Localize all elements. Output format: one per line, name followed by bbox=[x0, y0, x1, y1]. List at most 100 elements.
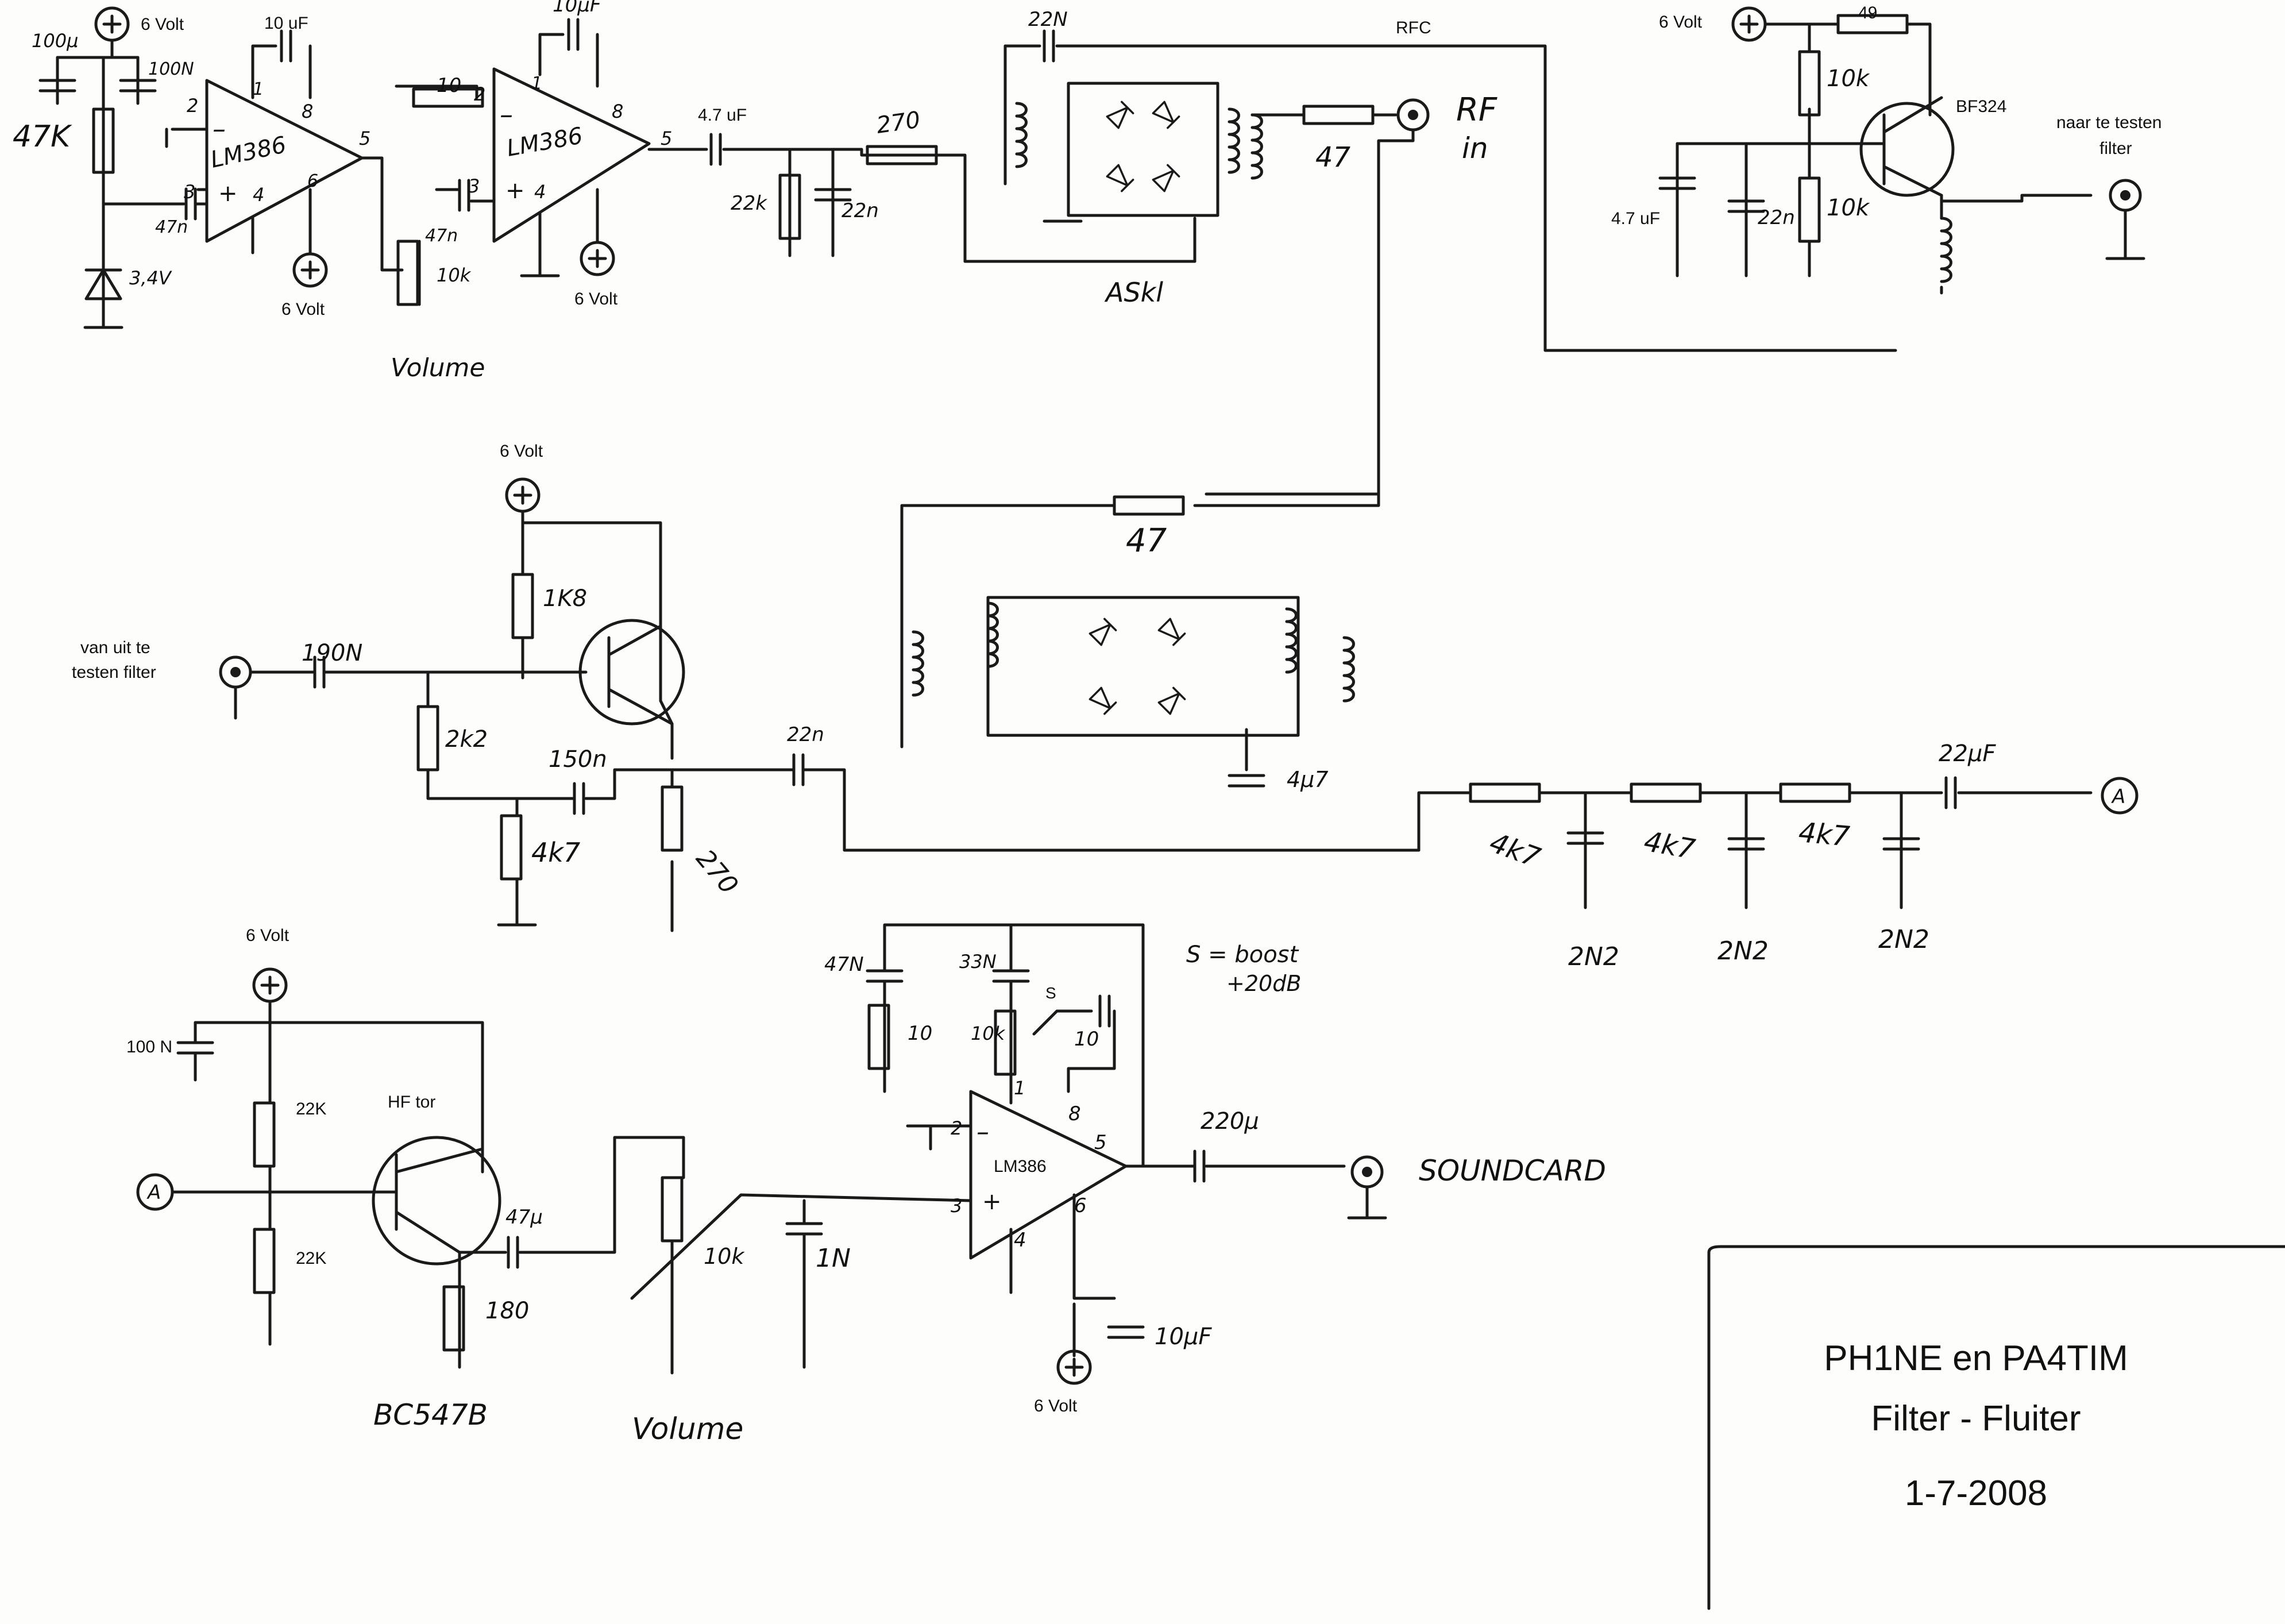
plus-sign: + bbox=[505, 178, 525, 204]
label-47u: 47µ bbox=[505, 1206, 543, 1229]
label-bf324: BF324 bbox=[1956, 97, 2006, 116]
label-22k: 22K bbox=[296, 1249, 326, 1268]
pin-4: 4 bbox=[253, 184, 264, 206]
title-date: 1-7-2008 bbox=[1905, 1473, 2047, 1513]
resistor-1k8 bbox=[513, 574, 532, 638]
resistor-22k bbox=[254, 1103, 274, 1166]
label-10: 10 bbox=[1074, 1028, 1099, 1051]
coil-icon bbox=[1017, 103, 1026, 167]
label-22n: 22n bbox=[842, 199, 879, 222]
coil-icon bbox=[1229, 109, 1239, 172]
printed-labels: 6 Volt 10 uF 6 Volt 6 Volt 4.7 uF RFC 6 … bbox=[72, 3, 2162, 1415]
capacitor-100n bbox=[178, 1043, 213, 1053]
label-2n2: 2N2 bbox=[1717, 936, 1769, 966]
capacitor-33n bbox=[994, 971, 1028, 981]
title-block-frame bbox=[1707, 1245, 2285, 1610]
pin-3: 3 bbox=[468, 175, 480, 197]
lm386-opamp-1 bbox=[205, 79, 364, 243]
bf324-buffer bbox=[1660, 8, 2144, 295]
supply-plus-icon bbox=[254, 969, 286, 1001]
pin-4: 4 bbox=[534, 181, 546, 203]
label-4u7: 4µ7 bbox=[1287, 767, 1329, 792]
supply-plus-icon bbox=[1733, 8, 1765, 40]
diode-icon bbox=[1106, 164, 1134, 192]
label-4u7: 4.7 uF bbox=[1611, 209, 1660, 228]
label-33n: 33N bbox=[959, 951, 997, 973]
pin-5: 5 bbox=[359, 128, 370, 149]
diode-icon bbox=[1152, 101, 1180, 129]
input-jack-icon bbox=[221, 657, 250, 687]
label-10k: 10k bbox=[1827, 195, 1870, 221]
label-naar-filter-2: filter bbox=[2099, 139, 2132, 158]
capacitor-22n bbox=[1044, 31, 1053, 61]
label-180: 180 bbox=[485, 1298, 529, 1324]
title-authors: PH1NE en PA4TIM bbox=[1824, 1338, 2128, 1378]
pin-8: 8 bbox=[302, 101, 313, 122]
label-49: 49 bbox=[1858, 3, 1877, 22]
label-4k7: 4k7 bbox=[1797, 816, 1851, 853]
label-van-uit-2: testen filter bbox=[72, 663, 156, 682]
label-bc547b: BC547B bbox=[373, 1398, 488, 1432]
pin-2: 2 bbox=[474, 83, 485, 105]
label-10k: 10k bbox=[1827, 65, 1870, 92]
pin-5: 5 bbox=[661, 128, 672, 149]
capacitor-4u7 bbox=[1229, 776, 1264, 786]
label-van-uit-1: van uit te bbox=[80, 638, 150, 657]
label-270: 270 bbox=[875, 107, 922, 139]
label-s-boost-1: S = boost bbox=[1186, 942, 1299, 968]
diode-bridge-box bbox=[1067, 82, 1219, 217]
label-6-volt: 6 Volt bbox=[281, 300, 325, 319]
potentiometer-10k bbox=[662, 1178, 682, 1241]
diode-icon bbox=[1152, 164, 1180, 192]
diode-icon bbox=[1106, 101, 1134, 129]
label-22k: 22K bbox=[296, 1100, 326, 1118]
label-4k7: 4k7 bbox=[1485, 827, 1545, 874]
naar-filter-jack-icon bbox=[2110, 180, 2140, 210]
label-6-volt: 6 Volt bbox=[246, 926, 290, 945]
label-1k8: 1K8 bbox=[543, 585, 587, 612]
label-100n: 100N bbox=[148, 59, 194, 79]
pin-3: 3 bbox=[184, 181, 195, 203]
label-47n: 47n bbox=[155, 217, 188, 237]
resistor-47 bbox=[1114, 497, 1183, 514]
supply-plus-icon bbox=[294, 254, 326, 286]
minus-sign: – bbox=[213, 113, 226, 144]
label-s-boost-2: +20dB bbox=[1226, 971, 1301, 996]
label-47: 47 bbox=[1126, 522, 1167, 560]
label-22n: 22n bbox=[787, 723, 824, 746]
transistor-icon bbox=[578, 619, 685, 726]
coil-icon bbox=[1287, 609, 1296, 672]
potentiometer-10k bbox=[398, 241, 418, 304]
label-22n: 22n bbox=[1758, 206, 1795, 229]
pin-6: 6 bbox=[307, 171, 318, 191]
label-10k: 10k bbox=[437, 264, 472, 286]
pin-1: 1 bbox=[253, 79, 264, 99]
capacitor-150n bbox=[574, 784, 584, 813]
pin-8: 8 bbox=[1068, 1102, 1081, 1125]
switch-s-icon bbox=[1032, 1009, 1116, 1093]
label-rf-in-1: RF bbox=[1456, 91, 1497, 129]
resistor-2k2 bbox=[418, 707, 438, 770]
minus-sign: – bbox=[500, 99, 513, 130]
label-6-volt: 6 Volt bbox=[1659, 13, 1703, 32]
diode-icon bbox=[1089, 618, 1117, 646]
coil-icon bbox=[913, 632, 923, 695]
diode-icon bbox=[1089, 686, 1117, 715]
label-10uf: 10µF bbox=[553, 0, 601, 17]
label-6-volt: 6 Volt bbox=[1034, 1397, 1078, 1415]
label-100n: 100 N bbox=[126, 1037, 172, 1056]
soundcard-jack-icon bbox=[1352, 1157, 1382, 1187]
pin-1: 1 bbox=[1014, 1077, 1025, 1099]
capacitor-47n bbox=[460, 180, 469, 210]
label-4k7: 4k7 bbox=[531, 837, 580, 868]
plus-sign: + bbox=[218, 180, 238, 207]
label-100u: 100µ bbox=[32, 30, 78, 52]
resistor-4k7 bbox=[1631, 784, 1700, 801]
label-4u7: 4.7 uF bbox=[698, 106, 747, 125]
coil-icon bbox=[1252, 115, 1262, 178]
resistor-10k bbox=[1800, 52, 1819, 115]
label-22uf: 22µF bbox=[1939, 740, 1996, 767]
label-rfc: RFC bbox=[1396, 18, 1431, 37]
label-10uf: 10µF bbox=[1155, 1324, 1212, 1350]
